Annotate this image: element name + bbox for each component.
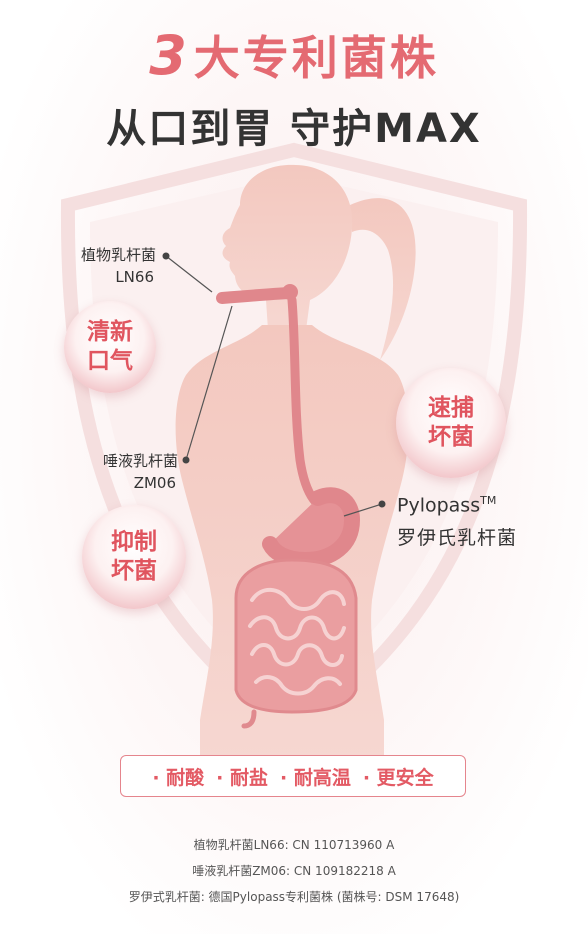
feature-heat-resistant: · 耐高温 [280,766,351,789]
footnote-1: 植物乳杆菌LN66: CN 110713960 A [193,838,395,852]
feature-safer: · 更安全 [362,766,434,789]
bubble-catch-line1: 速捕 [428,394,474,421]
bubble-fresh-breath-line2: 口气 [87,348,133,374]
footnote-2: 唾液乳杆菌ZM06: CN 109182218 A [192,864,396,878]
feature-salt-resistant: · 耐盐 [216,766,268,789]
bubble-fresh-breath-line1: 清新 [87,318,133,345]
title-number: 3 [149,24,190,87]
label-reuteri: 罗伊氏乳杆菌 [397,527,518,549]
label-salivarius: 唾液乳杆菌 ZM06 [60,450,178,494]
bubble-inhibit-line1: 抑制 [111,528,157,555]
main-title: 3大专利菌株 [0,22,588,88]
label-salivarius-code: ZM06 [133,474,176,492]
bubble-catch-bad-bacteria: 速捕坏菌 [396,368,506,478]
feature-acid-resistant: · 耐酸 [152,766,205,789]
label-plantarum: 植物乳杆菌 LN66 [40,244,156,288]
leader-lines [165,255,383,517]
label-pylopass-name: Pylopass [397,494,481,517]
label-plantarum-code: LN66 [115,268,154,286]
intestine-coils [248,587,346,696]
leader-dots [162,252,386,508]
bubble-fresh-breath: 清新口气 [64,301,156,393]
feature-bar: · 耐酸 · 耐盐 · 耐高温 · 更安全 [120,755,466,797]
digestive-tract [216,284,360,568]
bubble-catch-line2: 坏菌 [428,424,474,450]
label-plantarum-name: 植物乳杆菌 [80,246,156,264]
footnote-3: 罗伊式乳杆菌: 德国Pylopass专利菌株 (菌株号: DSM 17648) [128,890,460,904]
bubble-inhibit-bad-bacteria: 抑制坏菌 [82,505,186,609]
label-pylopass: PylopassTM [397,494,496,516]
bubble-inhibit-line2: 坏菌 [111,558,157,584]
title-text: 大专利菌株 [193,31,439,85]
label-salivarius-name: 唾液乳杆菌 [102,452,178,470]
trademark-mark: TM [480,494,497,507]
